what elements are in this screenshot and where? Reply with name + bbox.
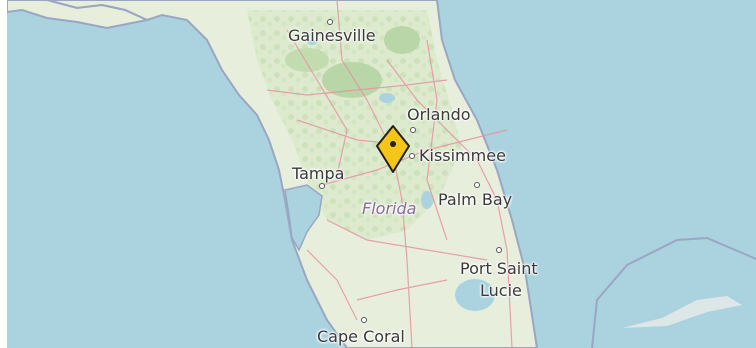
lake bbox=[455, 279, 495, 311]
lake bbox=[379, 93, 395, 103]
map-canvas[interactable] bbox=[7, 0, 756, 348]
panhandle-coast bbox=[7, 0, 151, 30]
city-label-gainesville: Gainesville bbox=[288, 26, 376, 45]
bahamas-outline bbox=[591, 236, 756, 348]
city-label-kissimmee: Kissimmee bbox=[419, 146, 506, 165]
city-label-orlando: Orlando bbox=[407, 105, 471, 124]
road-network bbox=[266, 0, 513, 348]
city-label-palm-bay: Palm Bay bbox=[438, 190, 513, 209]
city-label-tampa: Tampa bbox=[292, 164, 345, 183]
forest-patch bbox=[384, 26, 420, 54]
city-label-port-saint: Port Saint bbox=[460, 259, 538, 278]
city-label-cape-coral: Cape Coral bbox=[317, 327, 405, 346]
map-pin-icon[interactable] bbox=[373, 124, 413, 174]
lake bbox=[421, 191, 433, 209]
forest-patch bbox=[285, 48, 329, 72]
lake bbox=[307, 39, 317, 45]
city-markers bbox=[319, 19, 502, 323]
tampa-bay bbox=[284, 184, 323, 252]
region-label-florida: Florida bbox=[362, 199, 417, 218]
bahamas-island bbox=[622, 296, 742, 328]
city-label-lucie: Lucie bbox=[480, 281, 522, 300]
